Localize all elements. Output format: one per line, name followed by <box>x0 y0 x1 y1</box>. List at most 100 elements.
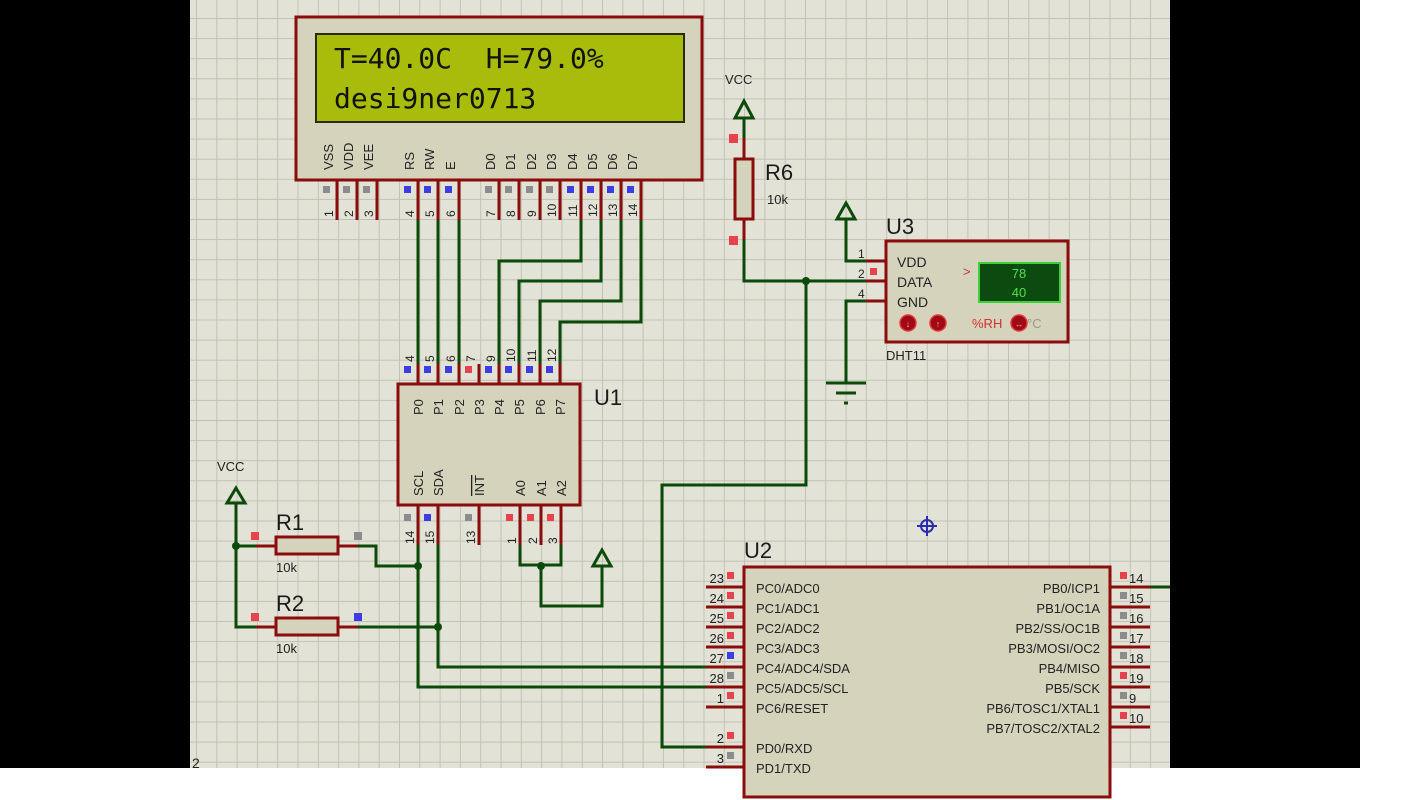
u2-pin-number: 14 <box>1129 571 1143 586</box>
u2-pin-state <box>1120 572 1127 579</box>
u2-pin-number: 28 <box>710 671 724 686</box>
u1-pin-name: INT <box>472 475 487 496</box>
u2-pin-state <box>727 632 734 639</box>
u3-pin-num: 4 <box>858 287 865 301</box>
u2-pin-state <box>727 692 734 699</box>
u2-pin-name: PC6/RESET <box>756 701 828 716</box>
u2-pin-name: PC1/ADC1 <box>756 601 820 616</box>
u1-pin-state <box>404 514 411 521</box>
lcd-pin-state <box>546 186 553 193</box>
lcd-pin-name: RS <box>402 152 417 170</box>
u1-pin-number: 15 <box>423 530 437 544</box>
u1-pin-number: 1 <box>505 537 519 544</box>
left-letterbox <box>0 0 190 768</box>
wire-d5 <box>517 220 603 364</box>
lcd-pin-name: D5 <box>585 153 600 170</box>
vcc-arrow-top <box>732 97 756 120</box>
u1-pin-number: 7 <box>464 355 478 362</box>
lcd-display[interactable]: T=40.0C H=79.0% desi9ner0713 1VSS2VDD3VE… <box>294 15 704 220</box>
u3-pin-name: VDD <box>897 254 927 270</box>
u2-pin-state <box>727 592 734 599</box>
wire-r6-data <box>742 240 866 283</box>
u2-pin-state <box>1120 592 1127 599</box>
lcd-pin-state <box>526 186 533 193</box>
u1-pin-number: 10 <box>504 348 518 362</box>
r1-body <box>274 535 340 556</box>
lcd-pins: 1VSS2VDD3VEE4RS5RW6E7D08D19D210D311D412D… <box>321 143 643 220</box>
u2-pin-name: PB1/OC1A <box>1036 601 1100 616</box>
u3-up-button[interactable]: ↑ <box>929 314 947 332</box>
u1-ref: U1 <box>594 385 622 410</box>
wire-scl <box>416 545 706 689</box>
lcd-pin-number: 8 <box>504 210 518 217</box>
vcc-label-left: VCC <box>217 459 244 474</box>
u3-pin-state <box>870 268 877 275</box>
u2-pin-number: 3 <box>717 751 724 766</box>
r6-pullup[interactable]: VCC R6 10k <box>660 72 866 749</box>
r2-body <box>274 616 340 637</box>
r1-pin-state <box>354 532 362 540</box>
u1-pin-state <box>527 514 534 521</box>
lcd-pin-number: 12 <box>586 203 600 217</box>
power-arrow-address <box>590 546 614 568</box>
vcc-label-top: VCC <box>725 72 752 87</box>
lcd-pin-number: 1 <box>322 210 336 217</box>
u1-pin-state <box>465 366 472 373</box>
u1-pin-name: SDA <box>431 469 446 496</box>
lcd-pin-number: 9 <box>525 210 539 217</box>
lcd-pin-state <box>445 186 452 193</box>
lcd-pin-name: D3 <box>544 153 559 170</box>
lcd-pin-name: D1 <box>503 153 518 170</box>
lcd-pin-name: D7 <box>625 153 640 170</box>
lcd-pin-number: 11 <box>566 204 580 217</box>
u2-pin-state <box>727 612 734 619</box>
u2-pin-name: PD1/TXD <box>756 761 811 776</box>
wire-d4 <box>497 220 583 364</box>
u1-pin-name: A0 <box>513 480 528 496</box>
u3-humidity-value: 78 <box>1012 266 1026 281</box>
lcd-pin-state <box>404 186 411 193</box>
lcd-pin-state <box>627 186 634 193</box>
u2-pin-state <box>727 652 734 659</box>
u3-pin-name: GND <box>897 294 928 310</box>
u2-microcontroller[interactable]: U2 23PC0/ADC024PC1/ADC125PC2/ADC226PC3/A… <box>706 538 1170 799</box>
u2-pin-number: 9 <box>1129 691 1136 706</box>
u2-body <box>742 565 1112 799</box>
lcd-pin-state <box>363 186 370 193</box>
lcd-pin-number: 4 <box>403 210 417 217</box>
pullup-resistors[interactable]: VCC R1 10k R2 10k <box>217 459 438 656</box>
u2-pin-state <box>727 672 734 679</box>
u2-pin-name: PC2/ADC2 <box>756 621 820 636</box>
u2-ref: U2 <box>744 538 772 563</box>
u2-pin-name: PC0/ADC0 <box>756 581 820 596</box>
lcd-pin-state <box>607 186 614 193</box>
u1-pin-name: P0 <box>411 399 426 415</box>
u3-lcd-readout <box>978 262 1061 303</box>
schematic-svg[interactable]: T=40.0C H=79.0% desi9ner0713 1VSS2VDD3VE… <box>190 0 1170 799</box>
u1-pin-number: 3 <box>546 537 560 544</box>
junction <box>232 542 240 550</box>
u3-pin-num: 2 <box>858 267 865 281</box>
u3-pins <box>866 259 886 303</box>
lcd-u1-wires <box>416 220 643 364</box>
u3-down-button[interactable]: ↓ <box>899 314 917 332</box>
r6-pin-state <box>729 236 738 245</box>
u2-pin-name: PB0/ICP1 <box>1043 581 1100 596</box>
r2-value: 10k <box>276 641 297 656</box>
r6-pin-state <box>729 134 738 143</box>
u2-pin-number: 15 <box>1129 591 1143 606</box>
u2-pin-number: 17 <box>1129 631 1143 646</box>
u1-pin-state <box>547 514 554 521</box>
r6-body <box>733 157 755 221</box>
u1-pin-name: P6 <box>533 399 548 415</box>
u2-pin-state <box>727 752 734 759</box>
u2-pin-name: PB3/MOSI/OC2 <box>1008 641 1100 656</box>
dht11-sensor[interactable]: U3 DHT11 1 2 4 VDD DATA GND > 78 40 ↓ ↑ … <box>826 199 1070 405</box>
u1-pin-state <box>465 514 472 521</box>
u3-unit-toggle-button[interactable]: ↔ <box>1010 314 1028 332</box>
wire-data-pd0 <box>660 281 808 749</box>
